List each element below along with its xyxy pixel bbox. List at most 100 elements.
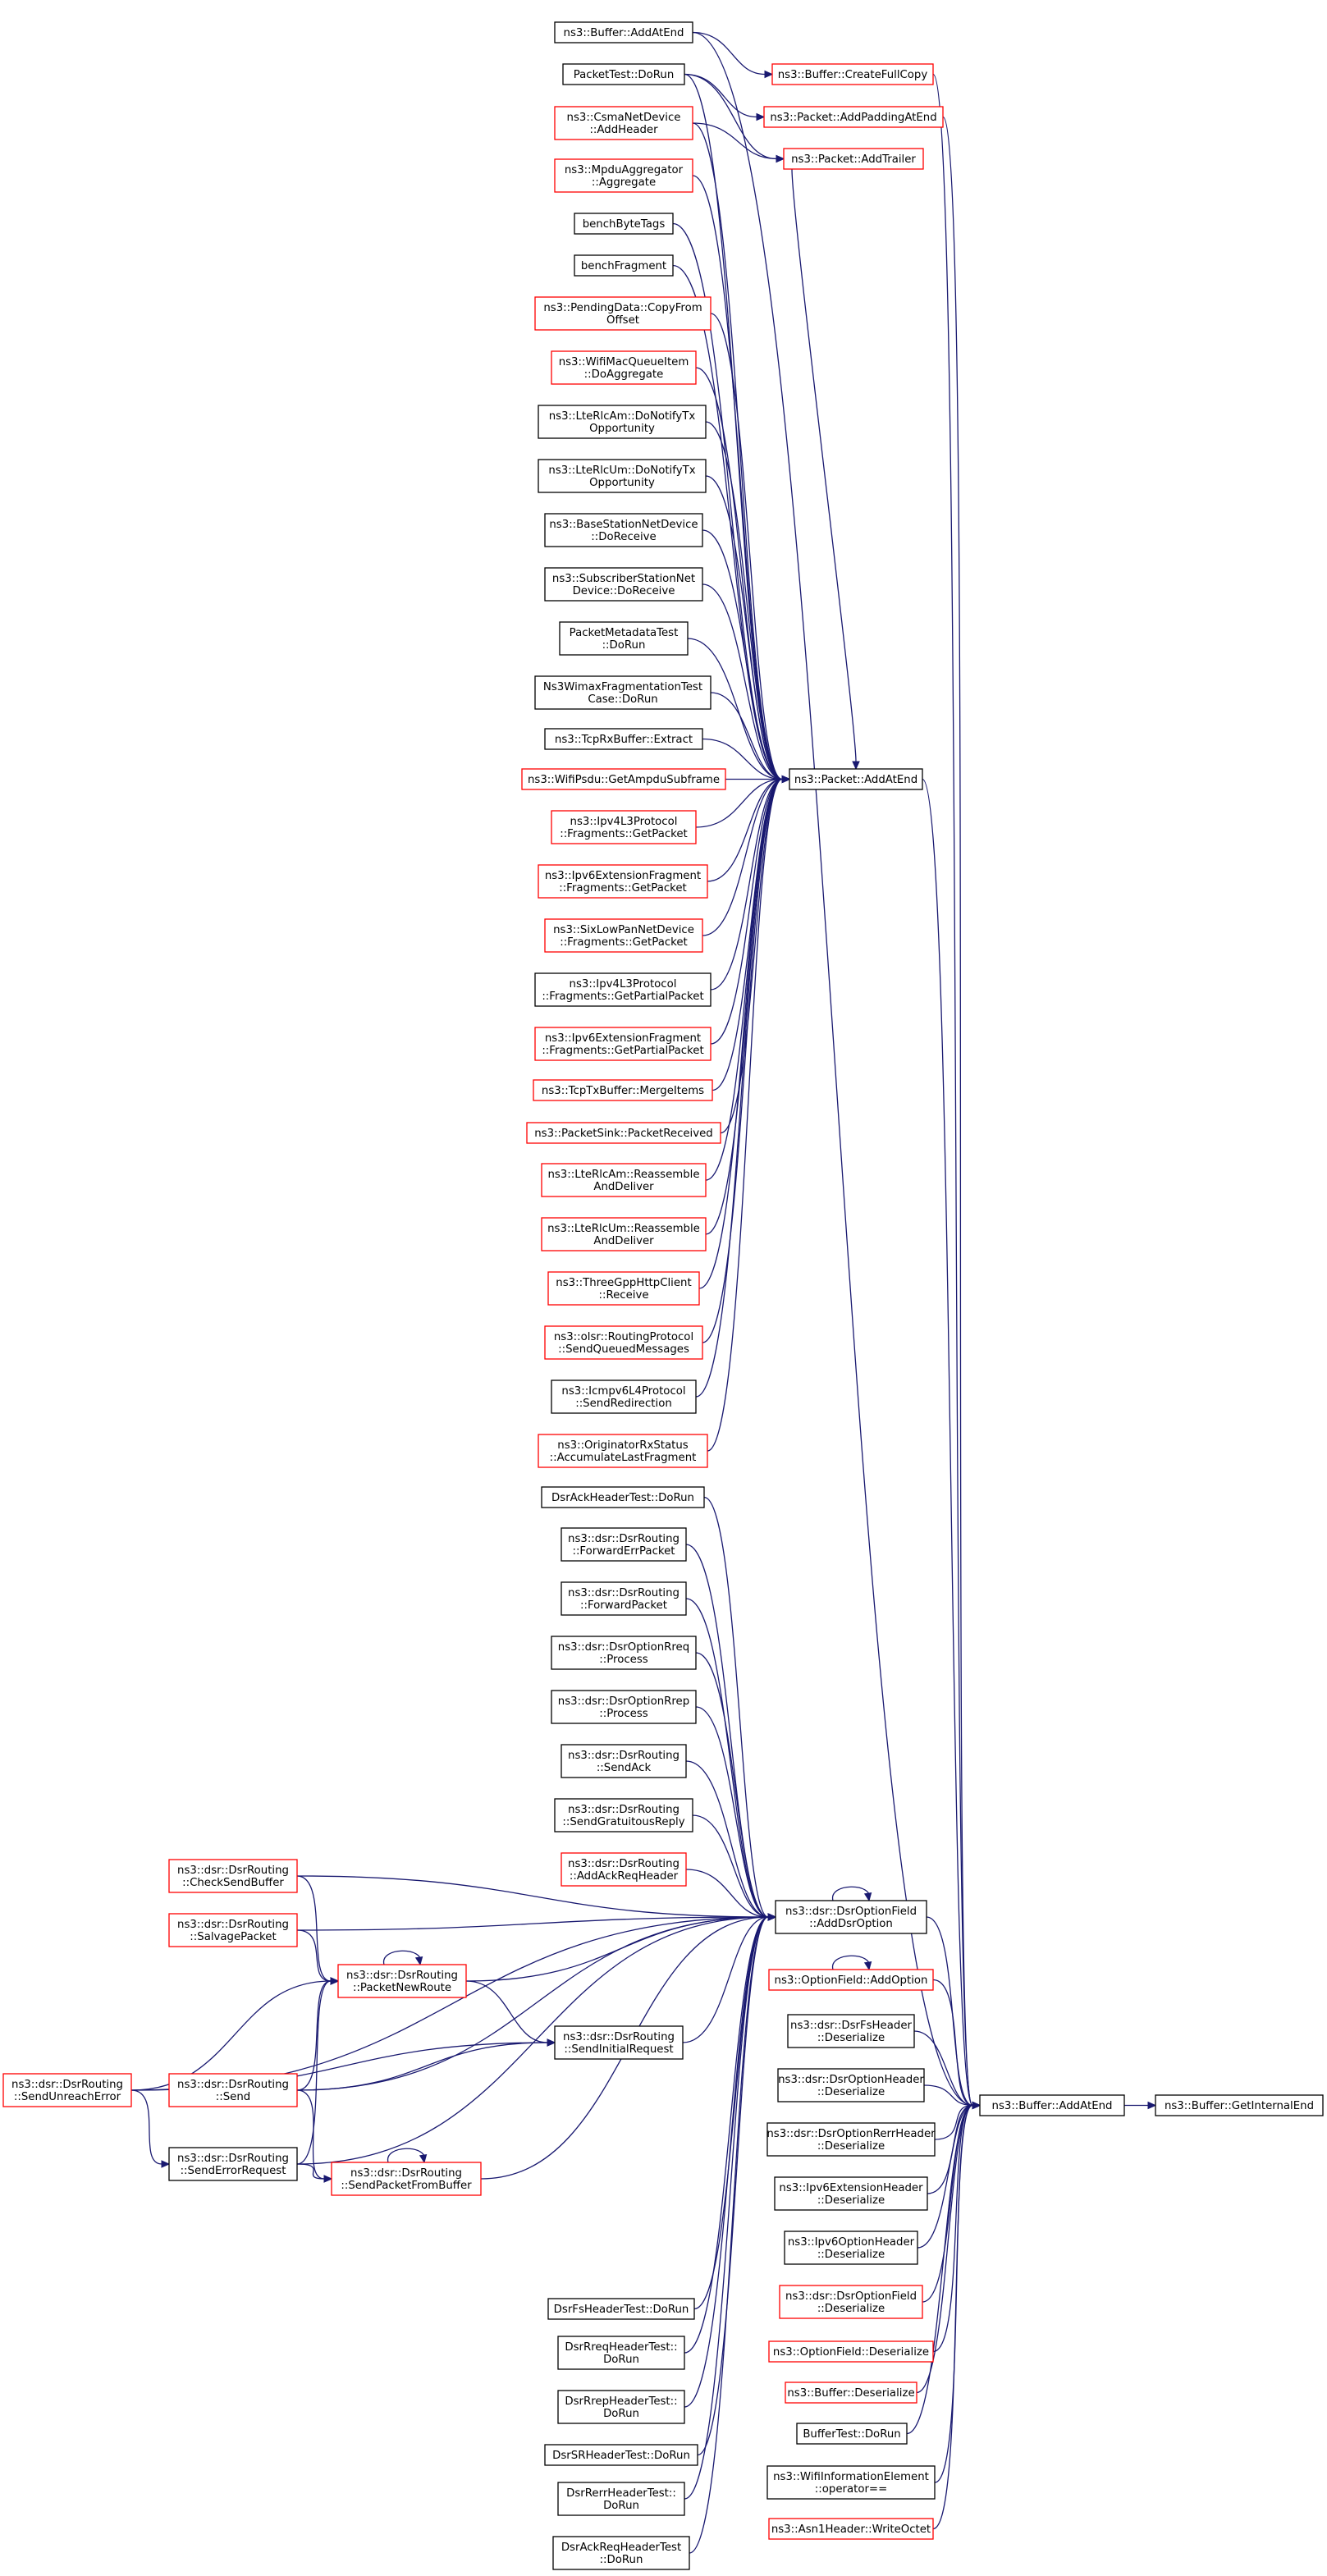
node-wifipsdu[interactable]: ns3::WifiPsdu::GetAmpduSubframe — [521, 768, 726, 790]
node-buffer_addatend_top[interactable]: ns3::Buffer::AddAtEnd — [554, 21, 693, 43]
node-label-line: ns3::dsr::DsrFsHeader — [790, 2020, 912, 2032]
node-packetmetadatatest[interactable]: PacketMetadataTest::DoRun — [559, 621, 689, 656]
node-optionrrep[interactable]: ns3::dsr::DsrOptionRrep::Process — [551, 1690, 697, 1724]
node-label-line: ns3::BaseStationNetDevice — [549, 519, 698, 531]
node-box — [541, 1486, 705, 1508]
node-label-line: DoRun — [603, 2354, 639, 2366]
node-dsrfsheadertest[interactable]: DsrFsHeaderTest::DoRun — [547, 2298, 695, 2320]
node-ipv6optionheader_deser[interactable]: ns3::Ipv6OptionHeader::Deserialize — [784, 2231, 918, 2265]
node-packetsink[interactable]: ns3::PacketSink::PacketReceived — [526, 1122, 721, 1144]
node-getinternalend[interactable]: ns3::Buffer::GetInternalEnd — [1155, 2094, 1324, 2116]
node-box — [533, 1079, 713, 1101]
node-sendpacketfrombuffer[interactable]: ns3::dsr::DsrRouting::SendPacketFromBuff… — [331, 2162, 482, 2196]
node-dsrsrheadertest[interactable]: DsrSRHeaderTest::DoRun — [544, 2444, 698, 2466]
edge-wifiinfoelement-to-buffer_addatend — [934, 2101, 982, 2483]
node-dsrackreqheadertest[interactable]: DsrAckReqHeaderTest::DoRun — [552, 2536, 690, 2570]
node-dsroptionheader_deser[interactable]: ns3::dsr::DsrOptionHeader::Deserialize — [777, 2068, 925, 2102]
node-box — [547, 1271, 700, 1306]
node-threegpp[interactable]: ns3::ThreeGppHttpClient::Receive — [547, 1271, 700, 1306]
node-buffer_addatend[interactable]: ns3::Buffer::AddAtEnd — [979, 2094, 1125, 2116]
node-label-line: ns3::dsr::DsrRouting — [346, 1970, 458, 1982]
node-icmpv6[interactable]: ns3::Icmpv6L4Protocol::SendRedirection — [551, 1380, 697, 1414]
node-sendack[interactable]: ns3::dsr::DsrRouting::SendAck — [561, 1744, 687, 1778]
node-createfullcopy[interactable]: ns3::Buffer::CreateFullCopy — [771, 63, 934, 85]
node-forwardpacket[interactable]: ns3::dsr::DsrRouting::ForwardPacket — [561, 1581, 687, 1616]
node-wifiinfoelement[interactable]: ns3::WifiInformationElement::operator== — [766, 2465, 936, 2500]
edge-dsrrerrheadertest-to-dsroptionfield_add — [684, 1913, 777, 2500]
node-sendunreacherror[interactable]: ns3::dsr::DsrRouting::SendUnreachError — [2, 2073, 132, 2107]
node-label-line: ::SendErrorRequest — [181, 2165, 286, 2177]
node-label-line: ns3::Buffer::Deserialize — [787, 2387, 914, 2400]
node-mpdu_aggregate[interactable]: ns3::MpduAggregator::Aggregate — [554, 158, 693, 193]
node-dsrfsheader_deser[interactable]: ns3::dsr::DsrFsHeader::Deserialize — [787, 2014, 915, 2048]
node-label-line: ::SendQueuedMessages — [558, 1343, 689, 1356]
node-label-line: ::Fragments::GetPacket — [560, 936, 688, 949]
node-sendgratuitous[interactable]: ns3::dsr::DsrRouting::SendGratuitousRepl… — [554, 1798, 693, 1832]
node-label-line: BufferTest::DoRun — [803, 2428, 900, 2441]
node-label-line: ::ForwardPacket — [580, 1599, 667, 1612]
node-originator[interactable]: ns3::OriginatorRxStatus::AccumulateLastF… — [538, 1434, 708, 1468]
node-dsroptionrerr_deser[interactable]: ns3::dsr::DsrOptionRerrHeader::Deseriali… — [766, 2122, 936, 2157]
edge-sixlowpan-to-packet_addatend — [702, 775, 791, 936]
node-salvagepacket[interactable]: ns3::dsr::DsrRouting::SalvagePacket — [168, 1913, 298, 1947]
node-label-line: ::SendUnreachError — [14, 2091, 121, 2103]
node-addtrailer[interactable]: ns3::Packet::AddTrailer — [783, 148, 924, 170]
node-ipv4l3_partial[interactable]: ns3::Ipv4L3Protocol::Fragments::GetParti… — [534, 972, 712, 1007]
edge-buffer_addatend_top-to-buffer_addatend — [692, 31, 982, 2110]
node-label-line: ns3::dsr::DsrRouting — [568, 1587, 680, 1599]
node-label-line: ns3::dsr::DsrRouting — [177, 1865, 289, 1877]
node-wifimacqueueitem[interactable]: ns3::WifiMacQueueItem::DoAggregate — [551, 350, 697, 385]
node-packetnewroute[interactable]: ns3::dsr::DsrRouting::PacketNewRoute — [337, 1964, 467, 1998]
node-optionfield_deser[interactable]: ns3::OptionField::Deserialize — [768, 2340, 934, 2363]
node-buffer_deser[interactable]: ns3::Buffer::Deserialize — [785, 2382, 917, 2404]
node-box — [787, 2014, 915, 2048]
node-ipv6ext_getpacket[interactable]: ns3::Ipv6ExtensionFragment::Fragments::G… — [538, 864, 708, 899]
node-dsrrerrheadertest[interactable]: DsrRerrHeaderTest::DoRun — [557, 2482, 685, 2516]
node-label-line: ns3::Icmpv6L4Protocol — [561, 1385, 685, 1398]
node-label-line: ns3::WifiPsdu::GetAmpduSubframe — [528, 774, 720, 786]
node-benchbytetags[interactable]: benchByteTags — [574, 213, 674, 235]
node-tcprxbuffer[interactable]: ns3::TcpRxBuffer::Extract — [544, 728, 703, 750]
node-olsr[interactable]: ns3::olsr::RoutingProtocol::SendQueuedMe… — [544, 1325, 703, 1360]
node-packettest_dorun[interactable]: PacketTest::DoRun — [562, 63, 685, 85]
node-send[interactable]: ns3::dsr::DsrRouting::Send — [168, 2073, 298, 2107]
node-checksendbuffer[interactable]: ns3::dsr::DsrRouting::CheckSendBuffer — [168, 1859, 298, 1893]
node-label-line: ns3::dsr::DsrRouting — [11, 2079, 123, 2091]
node-forwarderrpacket[interactable]: ns3::dsr::DsrRouting::ForwardErrPacket — [561, 1527, 687, 1562]
node-sixlowpan[interactable]: ns3::SixLowPanNetDevice::Fragments::GetP… — [544, 918, 703, 953]
node-dsrrrepheadertest[interactable]: DsrRrepHeaderTest::DoRun — [557, 2390, 685, 2424]
node-asn1header[interactable]: ns3::Asn1Header::WriteOctet — [768, 2518, 934, 2540]
node-label-line: ns3::PendingData::CopyFrom — [543, 302, 702, 314]
node-dsroptionfield_deser[interactable]: ns3::dsr::DsrOptionField::Deserialize — [779, 2285, 923, 2319]
node-ipv4l3_getpacket[interactable]: ns3::Ipv4L3Protocol::Fragments::GetPacke… — [551, 810, 697, 844]
node-box — [763, 106, 944, 128]
node-tcptxbuffer[interactable]: ns3::TcpTxBuffer::MergeItems — [533, 1079, 713, 1101]
node-optionfield_add[interactable]: ns3::OptionField::AddOption — [768, 1969, 934, 1991]
node-dsrackheadertest[interactable]: DsrAckHeaderTest::DoRun — [541, 1486, 705, 1508]
node-packet_addatend[interactable]: ns3::Packet::AddAtEnd — [789, 768, 923, 790]
node-addpaddingatend[interactable]: ns3::Packet::AddPaddingAtEnd — [763, 106, 944, 128]
node-benchfragment[interactable]: benchFragment — [574, 254, 674, 277]
node-addackreqheader[interactable]: ns3::dsr::DsrRouting::AddAckReqHeader — [561, 1852, 687, 1887]
node-senderrorrequest[interactable]: ns3::dsr::DsrRouting::SendErrorRequest — [168, 2147, 298, 2181]
node-buffertest[interactable]: BufferTest::DoRun — [796, 2423, 908, 2445]
node-subscriber[interactable]: ns3::SubscriberStationNetDevice::DoRecei… — [544, 567, 703, 602]
node-optionrreq[interactable]: ns3::dsr::DsrOptionRreq::Process — [551, 1636, 697, 1670]
node-basestation[interactable]: ns3::BaseStationNetDevice::DoReceive — [544, 513, 703, 547]
node-sendinitialrequest[interactable]: ns3::dsr::DsrRouting::SendInitialRequest — [554, 2025, 684, 2060]
node-ipv6extheader_deser[interactable]: ns3::Ipv6ExtensionHeader::Deserialize — [774, 2176, 928, 2211]
node-box — [544, 2444, 698, 2466]
node-csma_addheader[interactable]: ns3::CsmaNetDevice::AddHeader — [554, 106, 693, 140]
node-ipv6ext_partial[interactable]: ns3::Ipv6ExtensionFragment::Fragments::G… — [534, 1027, 712, 1061]
node-dsroptionfield_add[interactable]: ns3::dsr::DsrOptionField::AddDsrOption — [775, 1900, 927, 1934]
edge-sendunreacherror-to-senderrorrequest — [130, 2089, 171, 2168]
node-label-line: ns3::Buffer::CreateFullCopy — [778, 69, 928, 81]
node-dsrrreqheadertest[interactable]: DsrRreqHeaderTest::DoRun — [557, 2336, 685, 2370]
node-label-line: ::AddDsrOption — [809, 1918, 893, 1930]
